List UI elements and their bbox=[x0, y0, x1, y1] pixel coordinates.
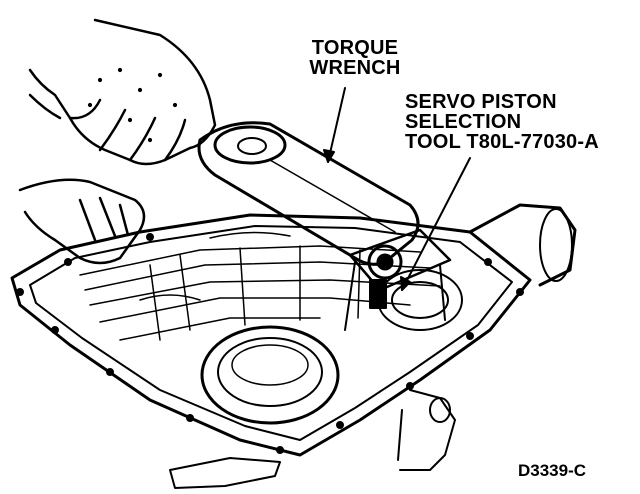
torque-wrench bbox=[197, 121, 420, 280]
flange-bolts bbox=[16, 233, 524, 454]
servo-tool-label: SERVO PISTON SELECTION TOOL T80L-77030-A bbox=[405, 92, 599, 152]
servo-tool-label-line-3: TOOL T80L-77030-A bbox=[405, 131, 599, 153]
leader-lines bbox=[327, 87, 471, 461]
torque-wrench-label-line-1: TORQUE bbox=[311, 37, 399, 59]
servo-tool-label-line-2: SELECTION bbox=[405, 111, 522, 133]
hand bbox=[28, 18, 217, 166]
servo-piston-selection-tool bbox=[344, 228, 452, 331]
torque-wrench-label: TORQUE WRENCH bbox=[300, 38, 410, 78]
figure-id: D3339-C bbox=[518, 461, 587, 480]
leader-arrowheads bbox=[323, 149, 411, 291]
second-hand bbox=[18, 178, 146, 265]
servo-tool-label-line-1: SERVO PISTON bbox=[405, 91, 557, 113]
transmission-case bbox=[10, 203, 577, 489]
torque-wrench-label-line-2: WRENCH bbox=[309, 57, 401, 79]
